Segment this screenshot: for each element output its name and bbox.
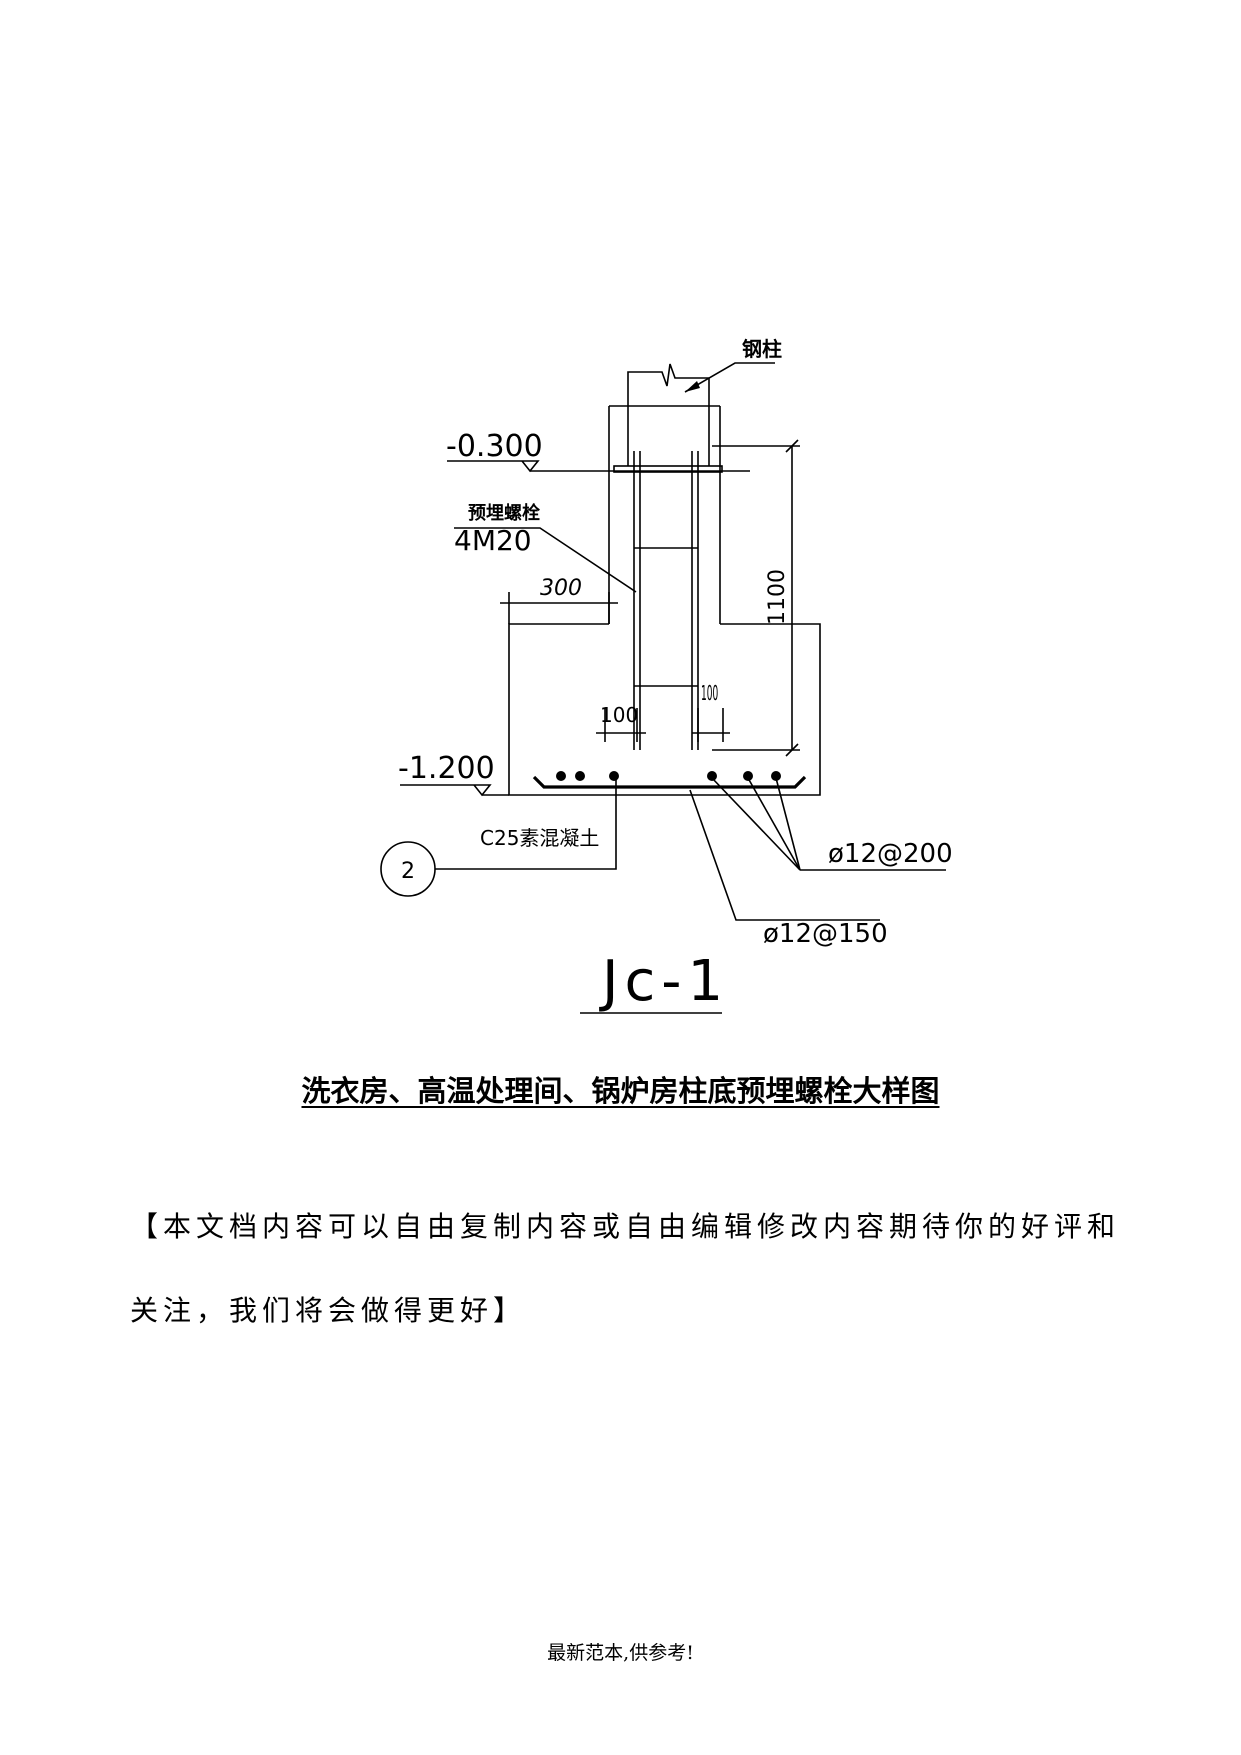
rebar-callout-200: ø12@200 bbox=[828, 839, 953, 869]
base-plate bbox=[613, 465, 723, 473]
elevation-bottom-symbol bbox=[400, 784, 492, 797]
bottom-rebar-layer bbox=[532, 775, 807, 789]
rebar-callout-150-leader bbox=[689, 789, 880, 921]
rebar-dot-2 bbox=[575, 771, 585, 781]
rebar-dot-3 bbox=[609, 771, 619, 781]
concrete-label: C25素混凝土 bbox=[480, 826, 599, 850]
rebar-callout-200-leader-2 bbox=[747, 777, 801, 871]
drawing-id: Jc-1 bbox=[599, 949, 729, 1014]
steel-column-break-line bbox=[627, 363, 710, 387]
dim-100-left: 100 bbox=[600, 703, 638, 727]
dim-300: 300 bbox=[540, 576, 582, 601]
steel-column-label: 钢柱 bbox=[742, 337, 782, 361]
dim-1100-tick-bottom bbox=[785, 743, 799, 757]
elevation-bottom: -1.200 bbox=[398, 751, 495, 786]
rebar-callout-150: ø12@150 bbox=[763, 919, 888, 949]
rebar-dot-4 bbox=[707, 771, 717, 781]
elevation-top-symbol bbox=[447, 460, 540, 473]
section-marker-number: 2 bbox=[401, 859, 415, 884]
dim-1100-tick-top bbox=[785, 439, 799, 453]
figure-caption-text: 洗衣房、高温处理间、锅炉房柱底预埋螺栓大样图 bbox=[301, 1074, 940, 1108]
marker-leader bbox=[435, 778, 617, 870]
footing-outline bbox=[508, 623, 821, 796]
rebar-dot-6 bbox=[771, 771, 781, 781]
rebar-dot-5 bbox=[743, 771, 753, 781]
foundation-detail-drawing: 钢柱 -0.300 1100 300 预埋螺栓 4M20 100 100 -1.… bbox=[380, 337, 953, 1014]
rebar-dot-1 bbox=[556, 771, 566, 781]
rebar-callout-200-leader-3 bbox=[775, 777, 801, 871]
dim-100-right: 100 bbox=[701, 682, 718, 705]
bolt-label: 预埋螺栓 bbox=[468, 502, 540, 524]
elevation-top: -0.300 bbox=[446, 429, 543, 464]
page-footer: 最新范本,供参考! bbox=[547, 1642, 694, 1664]
rebar-callout-200-leader-1 bbox=[711, 777, 801, 871]
bolt-leader bbox=[454, 527, 637, 593]
bolt-spec: 4M20 bbox=[454, 524, 532, 557]
dim-1100: 1100 bbox=[765, 569, 790, 625]
notice-paragraph: 【本文档内容可以自由复制内容或自由编辑修改内容期待你的好评和关注，我们将会做得更… bbox=[130, 1210, 1121, 1327]
steel-column-leader bbox=[684, 362, 775, 393]
figure-caption: 洗衣房、高温处理间、锅炉房柱底预埋螺栓大样图 bbox=[0, 1068, 1241, 1110]
steel-column-arrow bbox=[685, 381, 700, 392]
